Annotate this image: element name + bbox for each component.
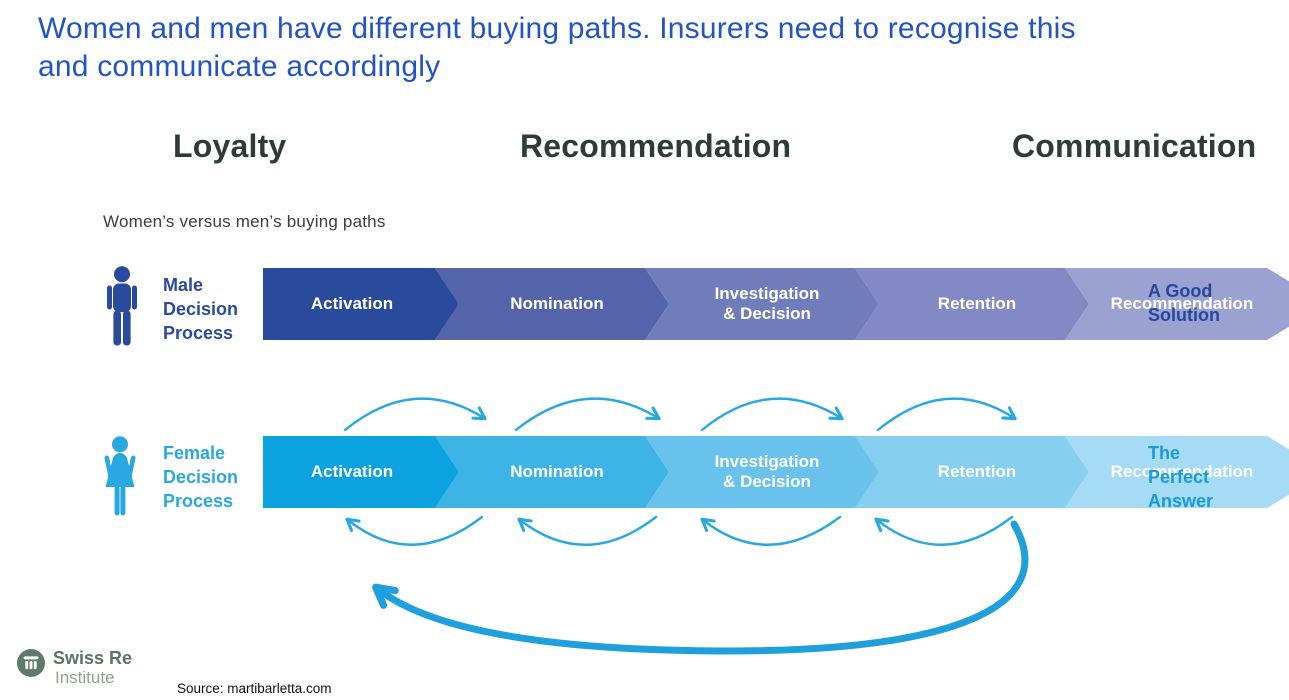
female-stage-activation: Activation bbox=[263, 436, 459, 508]
male-stage-recommendation: Recommendation bbox=[1065, 268, 1289, 340]
forward-arc-2-icon bbox=[514, 397, 661, 432]
female-process-strip: Activation Nomination Investigation & De… bbox=[263, 436, 1289, 508]
male-stage-activation: Activation bbox=[263, 268, 459, 340]
male-stage-retention: Retention bbox=[855, 268, 1089, 340]
female-stage-retention: Retention bbox=[855, 436, 1089, 508]
female-stage-nomination: Nomination bbox=[435, 436, 669, 508]
male-row-label: Male Decision Process bbox=[163, 275, 239, 343]
male-result-label: A Good Solution bbox=[1148, 281, 1220, 325]
swiss-re-logo-icon bbox=[17, 649, 45, 677]
brand-subtitle: Institute bbox=[55, 668, 115, 687]
male-process-strip: Activation Nomination Investigation & De… bbox=[263, 268, 1289, 340]
slide-title: Women and men have different buying path… bbox=[38, 12, 1076, 83]
forward-arc-4-icon bbox=[876, 397, 1017, 432]
back-arc-4-icon bbox=[874, 515, 1014, 546]
male-person-icon bbox=[107, 266, 137, 346]
brand-block: Swiss Re Institute bbox=[16, 648, 132, 688]
forward-arc-1-icon bbox=[343, 397, 487, 432]
male-stage-investigation: Investigation & Decision bbox=[645, 268, 879, 340]
big-return-arrow-icon bbox=[372, 520, 1029, 655]
male-stage-nomination: Nomination bbox=[435, 268, 669, 340]
forward-arc-3-icon bbox=[700, 397, 844, 432]
column-header-recommendation: Recommendation bbox=[520, 128, 792, 164]
diagram-subtitle: Women’s versus men’s buying paths bbox=[103, 212, 386, 231]
female-row-label: Female Decision Process bbox=[163, 443, 239, 511]
female-person-icon bbox=[104, 436, 136, 516]
back-arc-2-icon bbox=[517, 515, 658, 546]
female-stage-recommendation: Recommendation bbox=[1065, 436, 1289, 508]
brand-name: Swiss Re bbox=[53, 648, 133, 668]
back-arc-3-icon bbox=[700, 515, 842, 546]
back-arc-1-icon bbox=[345, 515, 484, 546]
source-attribution: Source: martibarletta.com bbox=[177, 681, 332, 696]
column-header-communication: Communication bbox=[1012, 128, 1257, 164]
female-result-label: The Perfect Answer bbox=[1148, 443, 1214, 511]
female-stage-investigation: Investigation & Decision bbox=[645, 436, 879, 508]
column-header-loyalty: Loyalty bbox=[173, 128, 287, 164]
